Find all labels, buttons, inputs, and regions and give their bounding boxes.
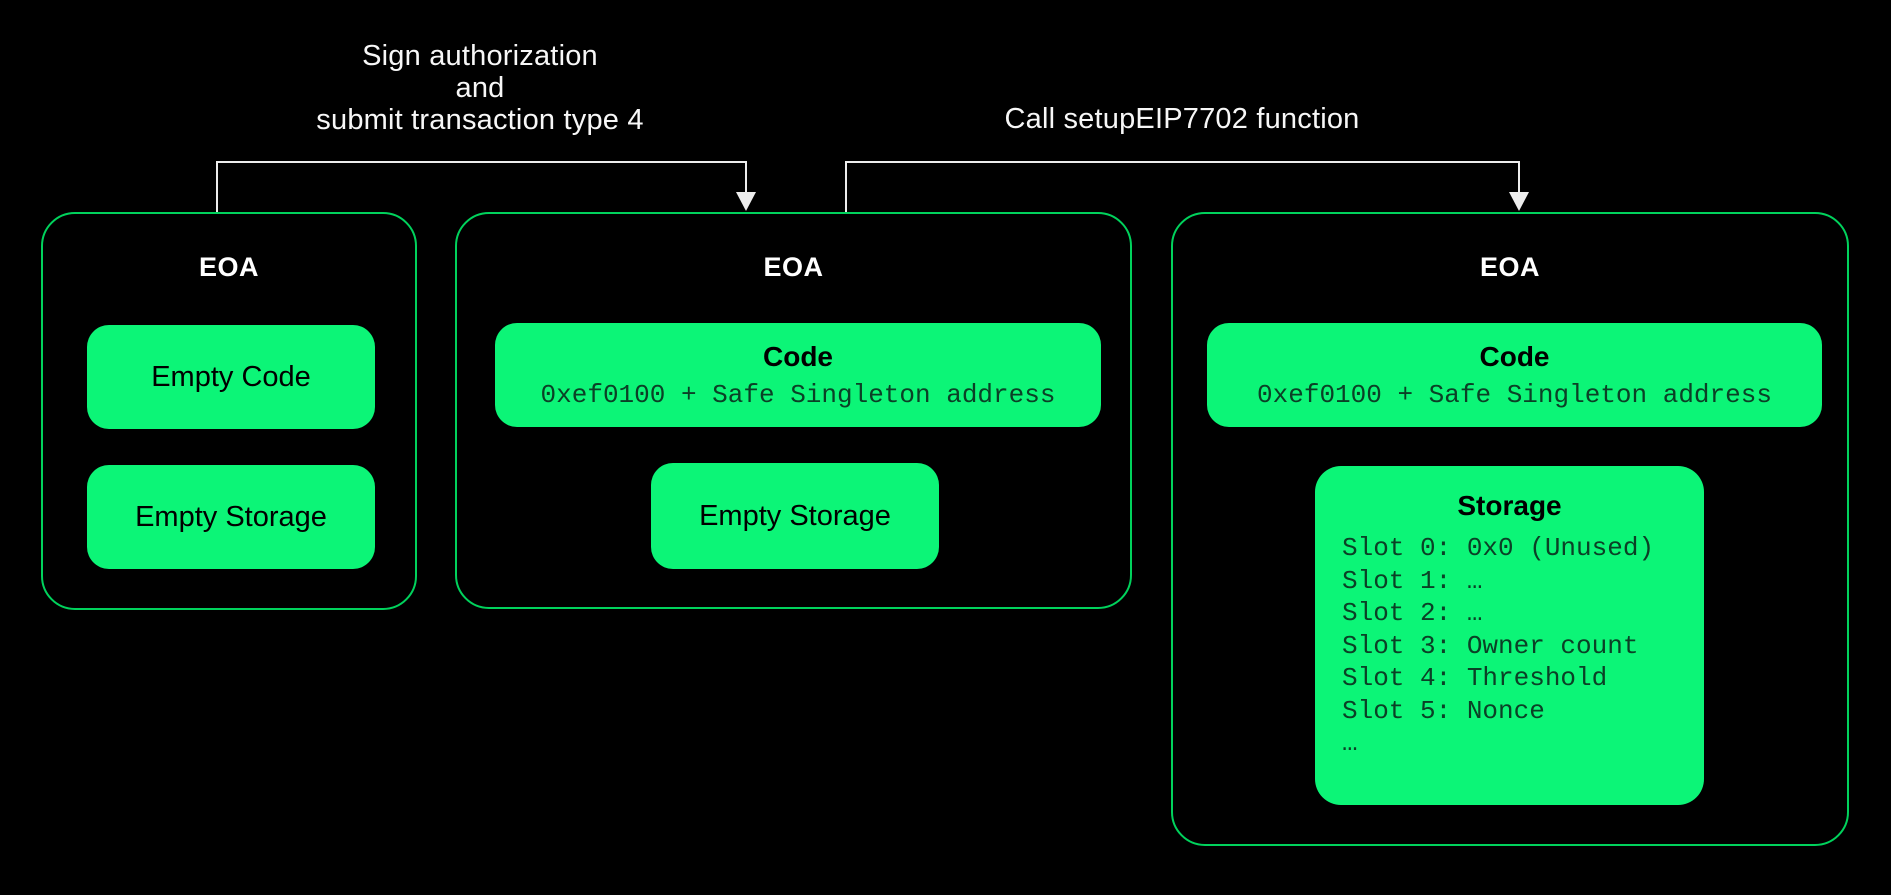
connector1-right-vertical-line [745, 161, 747, 196]
storage-slot-row: Slot 2: … [1342, 598, 1483, 628]
code-block: Code 0xef0100 + Safe Singleton address [495, 323, 1101, 427]
storage-slot-row: Slot 3: Owner count [1342, 630, 1639, 661]
code-block-title: Code [763, 340, 833, 372]
storage-slot-row: Slot 4: Threshold [1342, 663, 1608, 693]
storage-block-title: Storage [1457, 490, 1562, 521]
storage-block: Storage Slot 0: 0x0 (Unused) Slot 1: … S… [1315, 466, 1704, 805]
connector2-horizontal-line [845, 161, 1520, 163]
empty-storage-label: Empty Storage [135, 500, 327, 533]
empty-code-block: Empty Code [87, 325, 375, 429]
code-block-detail: 0xef0100 + Safe Singleton address [1257, 379, 1772, 410]
flow-label-call-setup: Call setupEIP7702 function [882, 103, 1482, 135]
connector2-left-vertical-line [845, 161, 847, 212]
connector2-right-vertical-line [1518, 161, 1520, 196]
storage-slot-row: … [1342, 728, 1358, 758]
arrow-down-icon [1509, 192, 1529, 211]
eoa-box-title: EOA [1479, 252, 1540, 282]
empty-storage-label: Empty Storage [699, 499, 891, 532]
code-block-detail: 0xef0100 + Safe Singleton address [540, 379, 1056, 410]
empty-storage-block: Empty Storage [651, 463, 939, 569]
eoa-box-initialized: EOA Code 0xef0100 + Safe Singleton addre… [1171, 212, 1849, 846]
empty-storage-block: Empty Storage [87, 465, 375, 569]
storage-slot-row: Slot 1: … [1342, 565, 1483, 596]
empty-code-label: Empty Code [151, 360, 311, 393]
flow-label-line: Sign authorization [362, 40, 598, 72]
storage-slot-list: Slot 0: 0x0 (Unused) Slot 1: … Slot 2: …… [1315, 532, 1704, 760]
arrow-down-icon [736, 192, 756, 211]
flow-label-line: Call setupEIP7702 function [1004, 103, 1360, 135]
eoa-box-title: EOA [198, 252, 259, 282]
eoa-box-title: EOA [763, 252, 824, 282]
flow-label-sign-authorization: Sign authorization and submit transactio… [180, 40, 780, 136]
storage-slot-row: Slot 0: 0x0 (Unused) [1342, 533, 1655, 563]
code-block-title: Code [1479, 340, 1550, 372]
storage-slot-row: Slot 5: Nonce [1342, 695, 1545, 726]
flow-label-line: submit transaction type 4 [316, 104, 644, 136]
code-block: Code 0xef0100 + Safe Singleton address [1207, 323, 1822, 427]
connector1-horizontal-line [216, 161, 747, 163]
eoa-box-delegated: EOA Code 0xef0100 + Safe Singleton addre… [455, 212, 1132, 609]
connector1-left-vertical-line [216, 161, 218, 212]
eoa-box-initial: EOA Empty Code Empty Storage [41, 212, 417, 610]
flow-label-line: and [455, 72, 505, 104]
